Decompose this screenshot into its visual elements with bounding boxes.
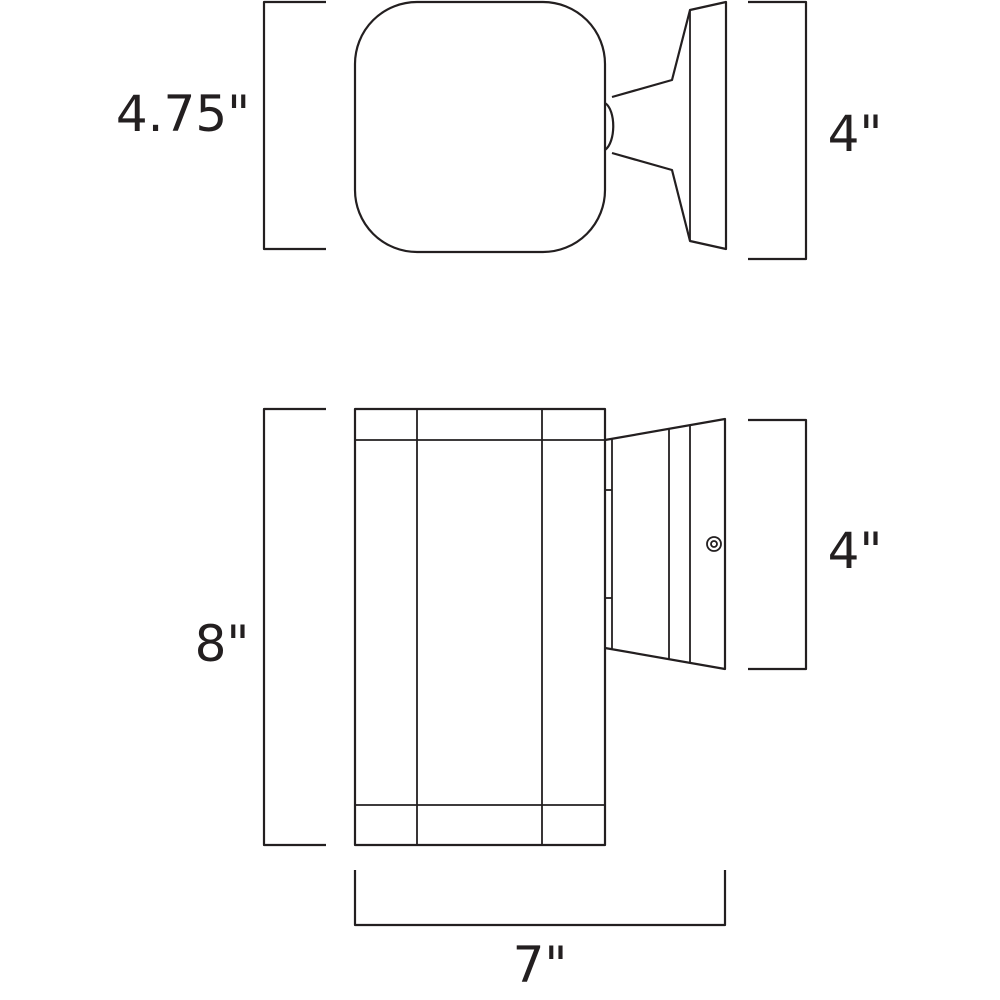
front-height-bracket bbox=[262, 407, 326, 847]
top-height-label: 4.75" bbox=[116, 85, 250, 143]
front-bracket-label: 4" bbox=[828, 522, 883, 580]
mount-screw-inner bbox=[710, 540, 718, 548]
front-view: 8" 4" 7" bbox=[195, 407, 883, 994]
connector-knob bbox=[604, 102, 615, 151]
mounting-arm-top bbox=[611, 0, 728, 251]
fixture-head-top bbox=[353, 0, 607, 254]
wall-mount-side bbox=[604, 417, 727, 671]
width-label: 7" bbox=[513, 936, 568, 994]
top-view: 4.75" 4" bbox=[116, 0, 883, 261]
front-height-label: 8" bbox=[195, 615, 250, 673]
mount-screw-outer bbox=[706, 536, 722, 552]
width-bracket bbox=[353, 870, 727, 927]
front-bracket-dim bbox=[748, 418, 808, 671]
top-bracket-label: 4" bbox=[828, 105, 883, 163]
fixture-body bbox=[353, 407, 607, 847]
top-bracket-dim bbox=[748, 0, 808, 261]
top-height-bracket bbox=[262, 0, 326, 251]
